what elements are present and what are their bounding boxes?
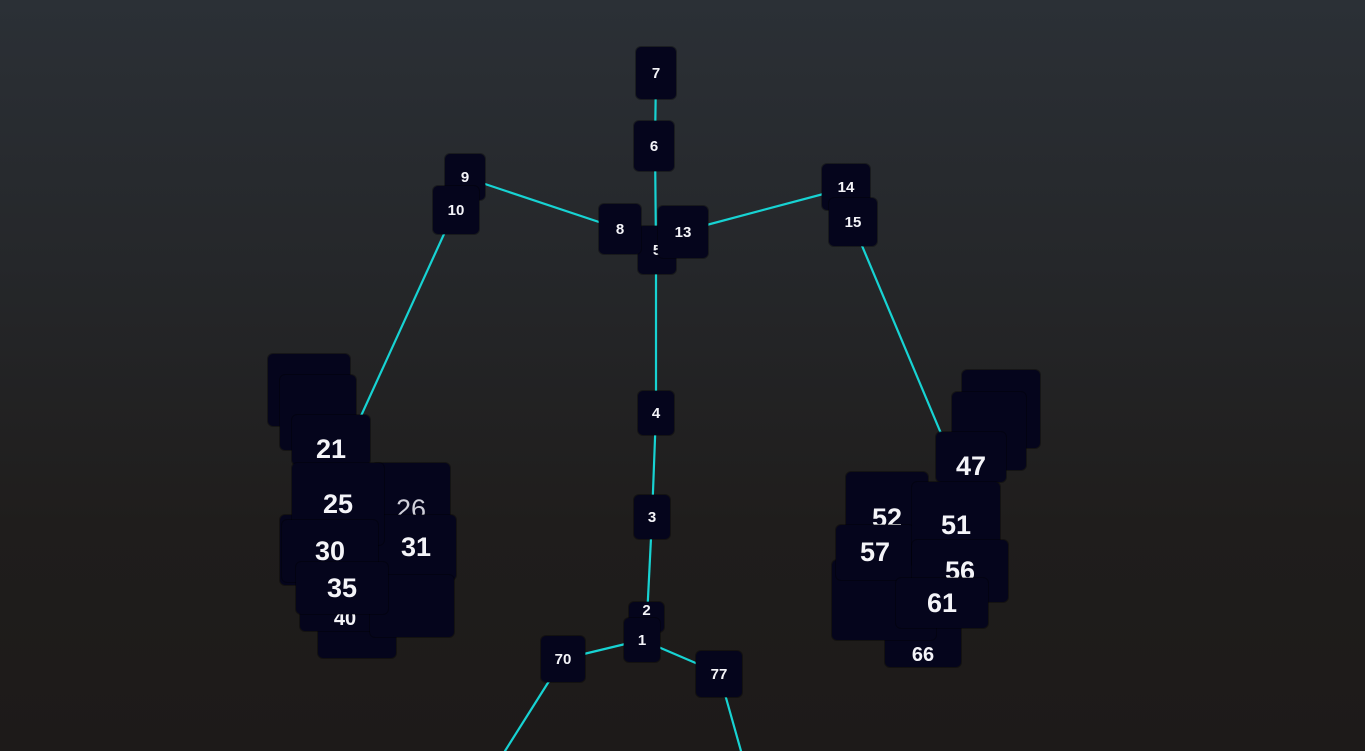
- joint-57[interactable]: 57: [836, 525, 914, 580]
- joint-31[interactable]: 31: [376, 515, 456, 580]
- joint-47[interactable]: 47: [936, 432, 1006, 482]
- joint-61[interactable]: 61: [896, 578, 988, 628]
- joint-21[interactable]: 21: [292, 415, 370, 465]
- joint-15[interactable]: 15: [829, 198, 877, 246]
- joint-35[interactable]: 35: [296, 562, 388, 614]
- bone-8-9: [462, 175, 622, 231]
- joint-10[interactable]: 10: [433, 186, 479, 234]
- bone-10-21: [348, 208, 457, 442]
- joint-1[interactable]: 1: [624, 618, 660, 662]
- bone-15-47: [850, 220, 950, 452]
- joint-4[interactable]: 4: [638, 391, 674, 435]
- joint-70[interactable]: 70: [541, 636, 585, 682]
- joint-8[interactable]: 8: [599, 204, 641, 254]
- joint-6[interactable]: 6: [634, 121, 674, 171]
- joint-7[interactable]: 7: [636, 47, 676, 99]
- joint-13[interactable]: 13: [658, 206, 708, 258]
- joint-3[interactable]: 3: [634, 495, 670, 539]
- bone-13-14: [682, 186, 848, 233]
- joint-77[interactable]: 77: [696, 651, 742, 697]
